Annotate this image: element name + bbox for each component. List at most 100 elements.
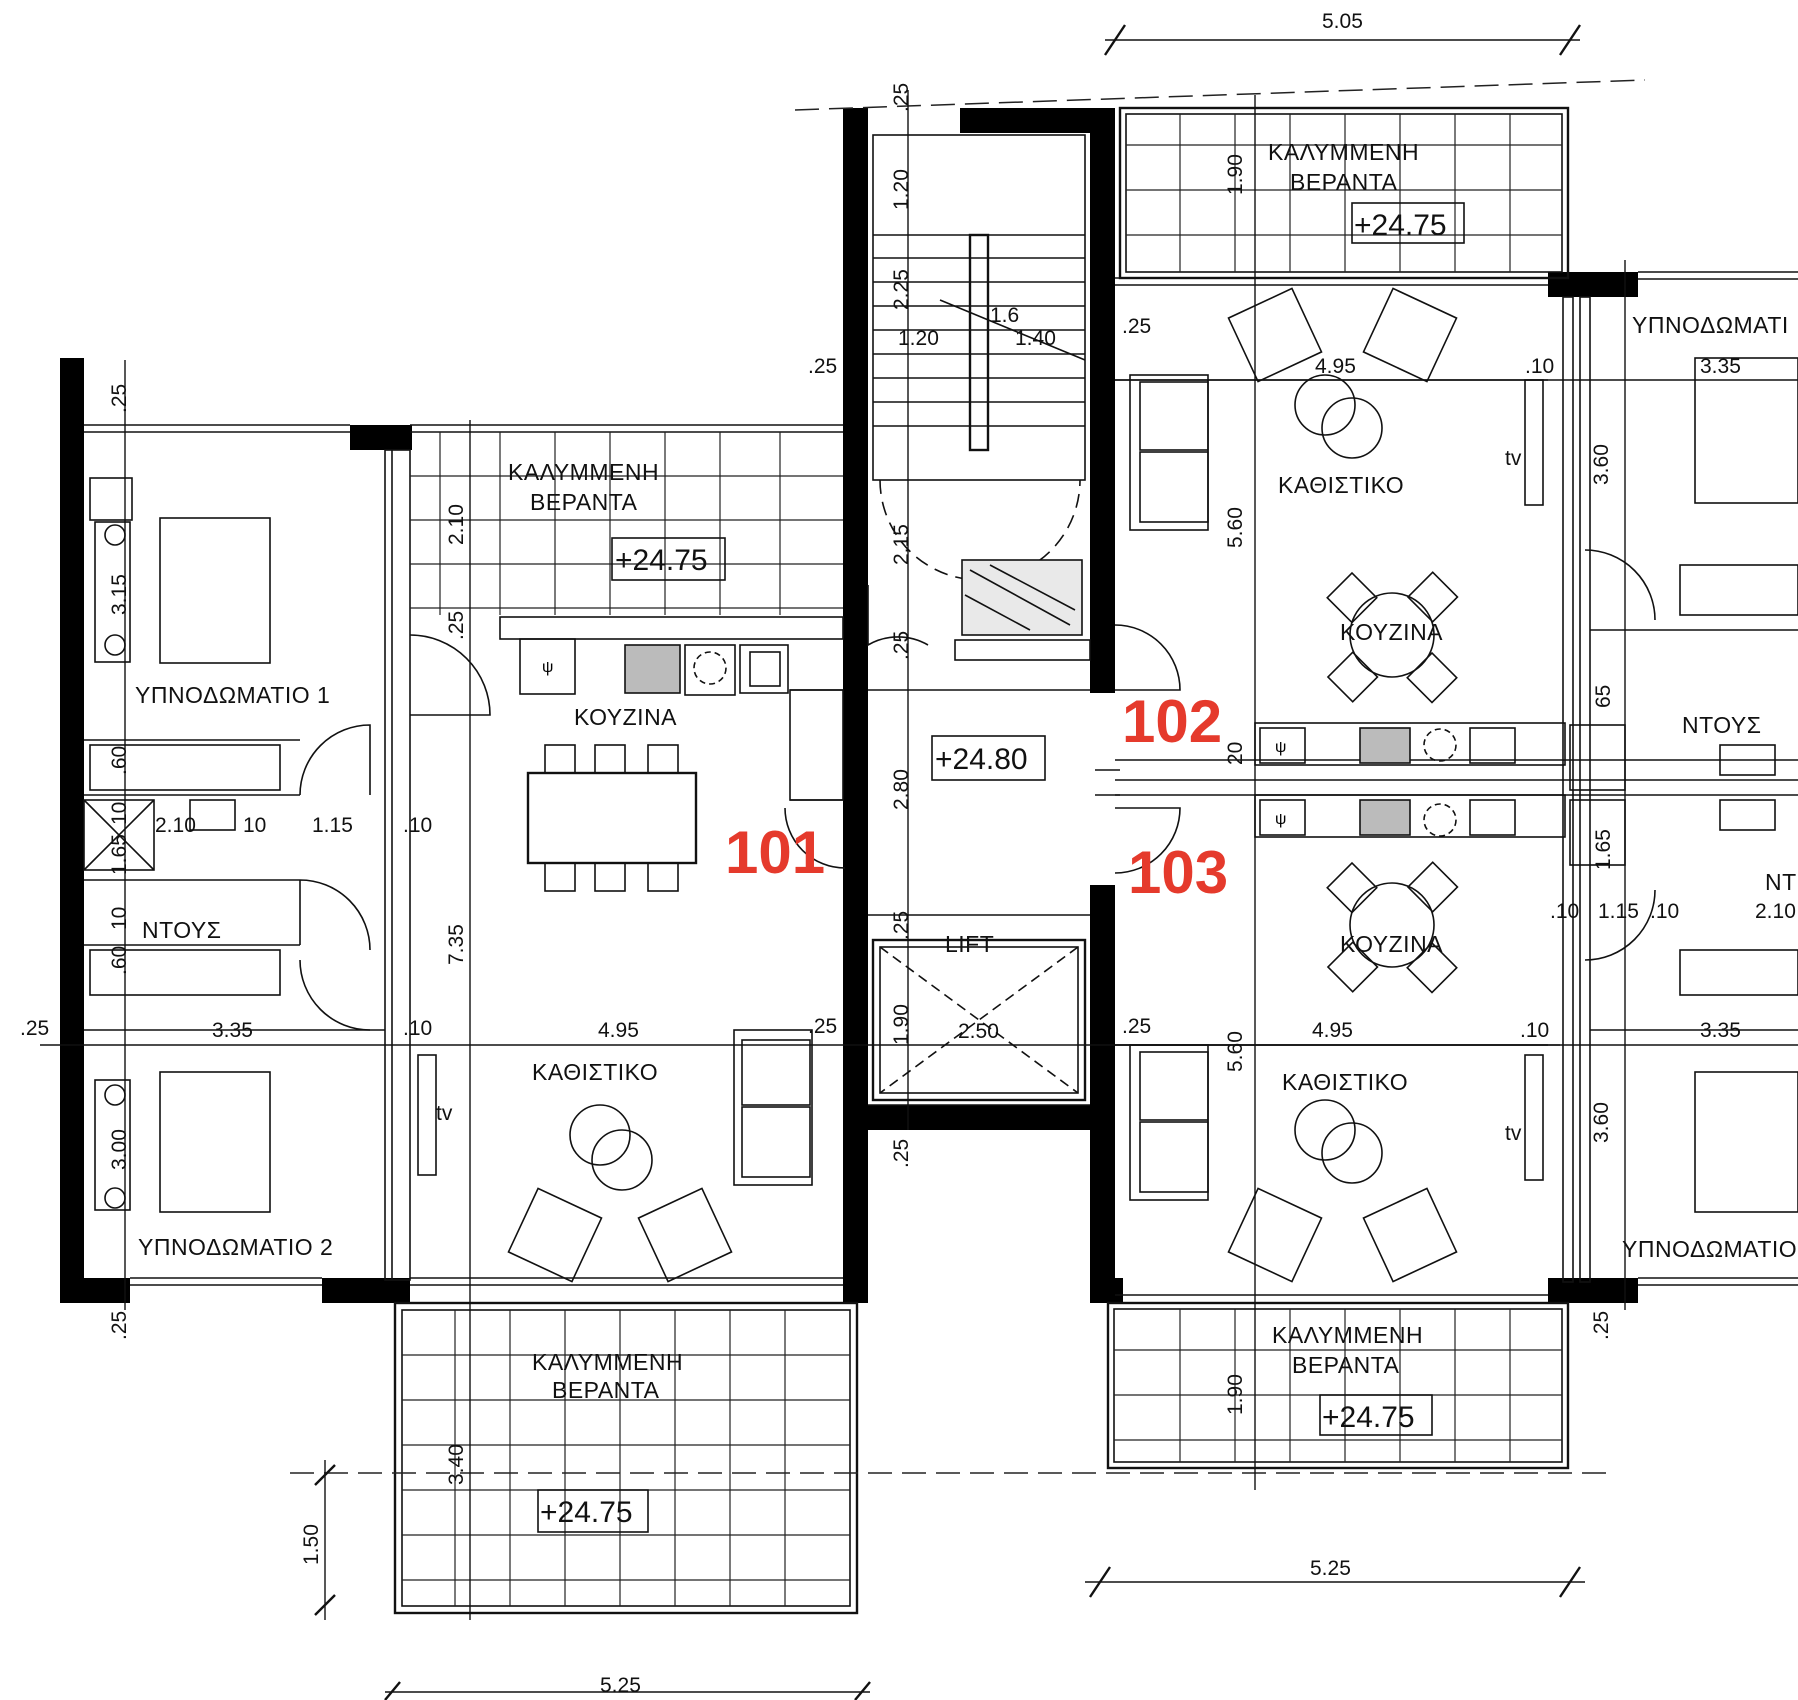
shower-label: ΝΤΟΥΣ	[142, 917, 221, 943]
dim-text: 3.60	[1590, 444, 1613, 485]
dim-text: 3.00	[108, 1129, 131, 1170]
dim-text: .25	[890, 911, 913, 940]
dimension-lines	[40, 24, 1798, 1700]
dimension-texts-vertical: .25 1.20 2.25 2.15 .25 2.80 .25 1.90 .25…	[108, 83, 1615, 1565]
shower-label: ΝΤ	[1765, 869, 1797, 895]
dim-text: 4.95	[1312, 1019, 1353, 1042]
dim-text: .10	[1550, 900, 1579, 923]
dim-text: 3.35	[212, 1019, 253, 1042]
dim-text: 1.15	[1598, 900, 1639, 923]
dim-text: .25	[1590, 1311, 1613, 1340]
dim-text: 2.10	[445, 504, 468, 545]
dim-text: 5.25	[1310, 1557, 1351, 1580]
veranda-label-line1: ΚΑΛΥΜΜΕΝΗ	[532, 1349, 683, 1375]
unit-102-number: 102	[1122, 688, 1222, 755]
dim-text: 10	[108, 907, 131, 930]
dim-text: 2.50	[958, 1020, 999, 1043]
dim-text: .10	[403, 814, 432, 837]
veranda-label-line2: ΒΕΡΑΝΤΑ	[552, 1377, 660, 1403]
svg-text:ψ: ψ	[1275, 811, 1286, 828]
dim-text: 5.25	[600, 1674, 641, 1697]
kitchen-label: ΚΟΥΖΙΝΑ	[574, 704, 677, 730]
tv-label: tv	[1505, 1122, 1522, 1145]
staircase	[872, 134, 1091, 661]
dim-text: .10	[1650, 900, 1679, 923]
dim-text: 3.35	[1700, 1019, 1741, 1042]
dim-text: 5.60	[1224, 1031, 1247, 1072]
dim-text: .10	[1520, 1019, 1549, 1042]
outlines	[84, 106, 1798, 1615]
veranda-label-line1: ΚΑΛΥΜΜΕΝΗ	[1268, 139, 1419, 165]
dim-text: .25	[445, 611, 468, 640]
level-veranda-103: +24.75	[1322, 1401, 1415, 1434]
level-box	[1319, 1394, 1433, 1436]
dim-text: 1.90	[1224, 154, 1247, 195]
kitchen-label: ΚΟΥΖΙΝΑ	[1340, 619, 1443, 645]
tv-label: tv	[1505, 447, 1522, 470]
level-box	[931, 735, 1046, 781]
living-room-label: ΚΑΘΙΣΤΙΚΟ	[1282, 1069, 1408, 1095]
dim-text: 1.15	[312, 814, 353, 837]
tv-label: tv	[436, 1102, 453, 1125]
lift-shaft	[871, 938, 1087, 1102]
dim-text: 1.50	[300, 1524, 323, 1565]
dim-text: .25	[890, 1139, 913, 1168]
dim-text: 1.40	[1015, 327, 1056, 350]
dim-text: 2.10	[1755, 900, 1796, 923]
walls	[60, 108, 1638, 1303]
dim-text: .25	[20, 1017, 49, 1040]
unit-103-number: 103	[1128, 839, 1228, 906]
dim-text: 2.15	[890, 524, 913, 565]
dim-text: 3.60	[1590, 1102, 1613, 1143]
dim-text: 5.60	[1224, 507, 1247, 548]
dim-text: 1.20	[898, 327, 939, 350]
furniture	[83, 287, 1798, 1283]
dim-text: 10	[108, 802, 131, 825]
bedroom-partial-label: ΥΠΝΟΔΩΜΑΤΙΟ	[1622, 1236, 1797, 1262]
dim-text: 1.65	[1592, 829, 1615, 870]
dim-text: 7.35	[445, 924, 468, 965]
dim-text: 2.80	[890, 769, 913, 810]
living-room-label: ΚΑΘΙΣΤΙΚΟ	[532, 1059, 658, 1085]
dim-text: 1.90	[890, 1004, 913, 1045]
lift-label: LIFT	[945, 931, 994, 957]
kitchen-label: ΚΟΥΖΙΝΑ	[1340, 931, 1443, 957]
level-landing: +24.80	[935, 743, 1028, 776]
doors	[299, 549, 1656, 1031]
level-veranda-101-bottom: +24.75	[540, 1496, 633, 1529]
dim-text: 1.20	[890, 169, 913, 210]
dim-text: 3.40	[445, 1444, 468, 1485]
bedroom-1-label: ΥΠΝΟΔΩΜΑΤΙΟ 1	[135, 682, 330, 708]
shower-label: ΝΤΟΥΣ	[1682, 712, 1761, 738]
dim-text: 2.25	[890, 269, 913, 310]
living-room-label: ΚΑΘΙΣΤΙΚΟ	[1278, 472, 1404, 498]
dim-text: 1.90	[1224, 1374, 1247, 1415]
dim-text: .25	[808, 355, 837, 378]
dim-text: 4.95	[598, 1019, 639, 1042]
kitchens: ψ ψ ψ	[499, 616, 1566, 838]
dim-text: 65	[1592, 685, 1615, 708]
dim-text: 3.35	[1700, 355, 1741, 378]
unit-101-number: 101	[725, 819, 825, 886]
tile-grids	[402, 114, 1562, 1606]
level-veranda-101-top: +24.75	[615, 544, 708, 577]
dim-text: .25	[808, 1015, 837, 1038]
dim-text: .10	[403, 1017, 432, 1040]
dim-text: .25	[1122, 315, 1151, 338]
dim-text: .25	[108, 1311, 131, 1340]
dim-text: .10	[1525, 355, 1554, 378]
dim-text: .25	[108, 384, 131, 413]
bedroom-2-label: ΥΠΝΟΔΩΜΑΤΙΟ 2	[138, 1234, 333, 1260]
dim-text: .25	[890, 631, 913, 660]
dim-text: 10	[243, 814, 266, 837]
level-box	[1351, 202, 1465, 244]
veranda-label-line2: ΒΕΡΑΝΤΑ	[530, 489, 638, 515]
veranda-label-line1: ΚΑΛΥΜΜΕΝΗ	[508, 459, 659, 485]
dim-text: .60	[108, 946, 131, 975]
dim-text: 4.95	[1315, 355, 1356, 378]
dim-text: .25	[1122, 1015, 1151, 1038]
veranda-label-line2: ΒΕΡΑΝΤΑ	[1290, 169, 1398, 195]
dim-text: 1.65	[108, 834, 131, 875]
dim-text: 20	[1224, 742, 1247, 765]
